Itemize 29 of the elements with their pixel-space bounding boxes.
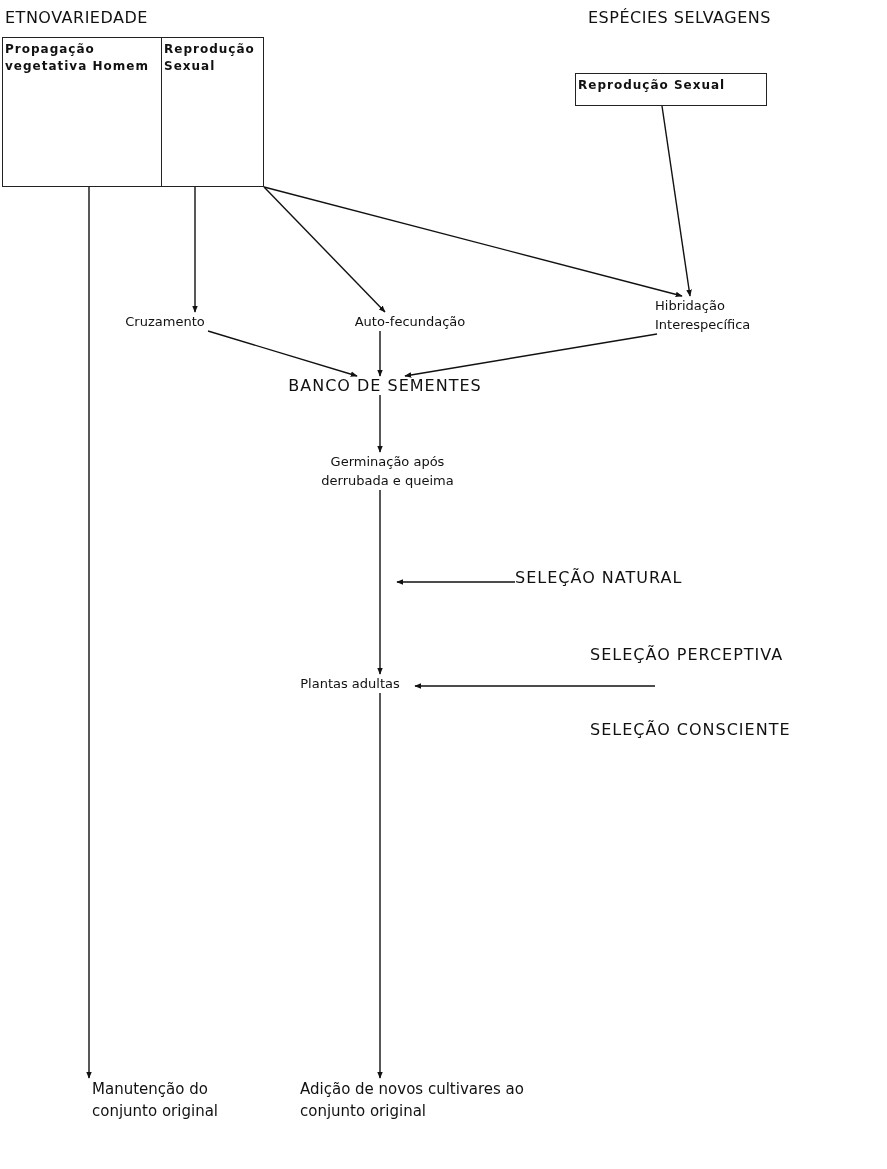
- arrow: [377, 692, 383, 1079]
- arrow: [396, 579, 516, 585]
- box-text: Reprodução Sexual: [577, 77, 727, 94]
- stage-label: Plantas adultas: [299, 675, 401, 693]
- selection-label: SELEÇÃO PERCEPTIVA: [590, 645, 784, 664]
- arrow: [377, 489, 383, 675]
- arrow: [377, 394, 383, 453]
- selection-label: SELEÇÃO CONSCIENTE: [590, 720, 791, 739]
- group-heading: ESPÉCIES SELVAGENS: [588, 8, 771, 27]
- outcome-label: Manutenção do conjunto original: [92, 1079, 219, 1122]
- process-label: Cruzamento: [124, 313, 206, 331]
- arrow: [263, 186, 386, 313]
- arrow: [263, 186, 683, 298]
- arrow: [404, 333, 658, 378]
- group-heading: ETNOVARIEDADE: [5, 8, 148, 27]
- arrow: [377, 330, 383, 377]
- process-label: Auto-fecundação: [353, 313, 467, 331]
- stage-label: BANCO DE SEMENTES: [287, 376, 483, 395]
- process-label: Hibridação Interespecífica: [655, 297, 752, 334]
- arrow: [207, 330, 358, 377]
- method-cell: Propagação vegetativa Homem: [2, 37, 162, 187]
- arrow: [661, 105, 692, 297]
- arrow: [192, 186, 198, 313]
- stage-label: Germinação após derrubada e queima: [320, 453, 455, 490]
- arrow: [414, 683, 656, 689]
- method-cell: Reprodução Sexual: [162, 37, 264, 187]
- selection-label: SELEÇÃO NATURAL: [515, 568, 684, 587]
- outcome-label: Adição de novos cultivares ao conjunto original: [300, 1079, 525, 1122]
- arrow: [86, 186, 92, 1079]
